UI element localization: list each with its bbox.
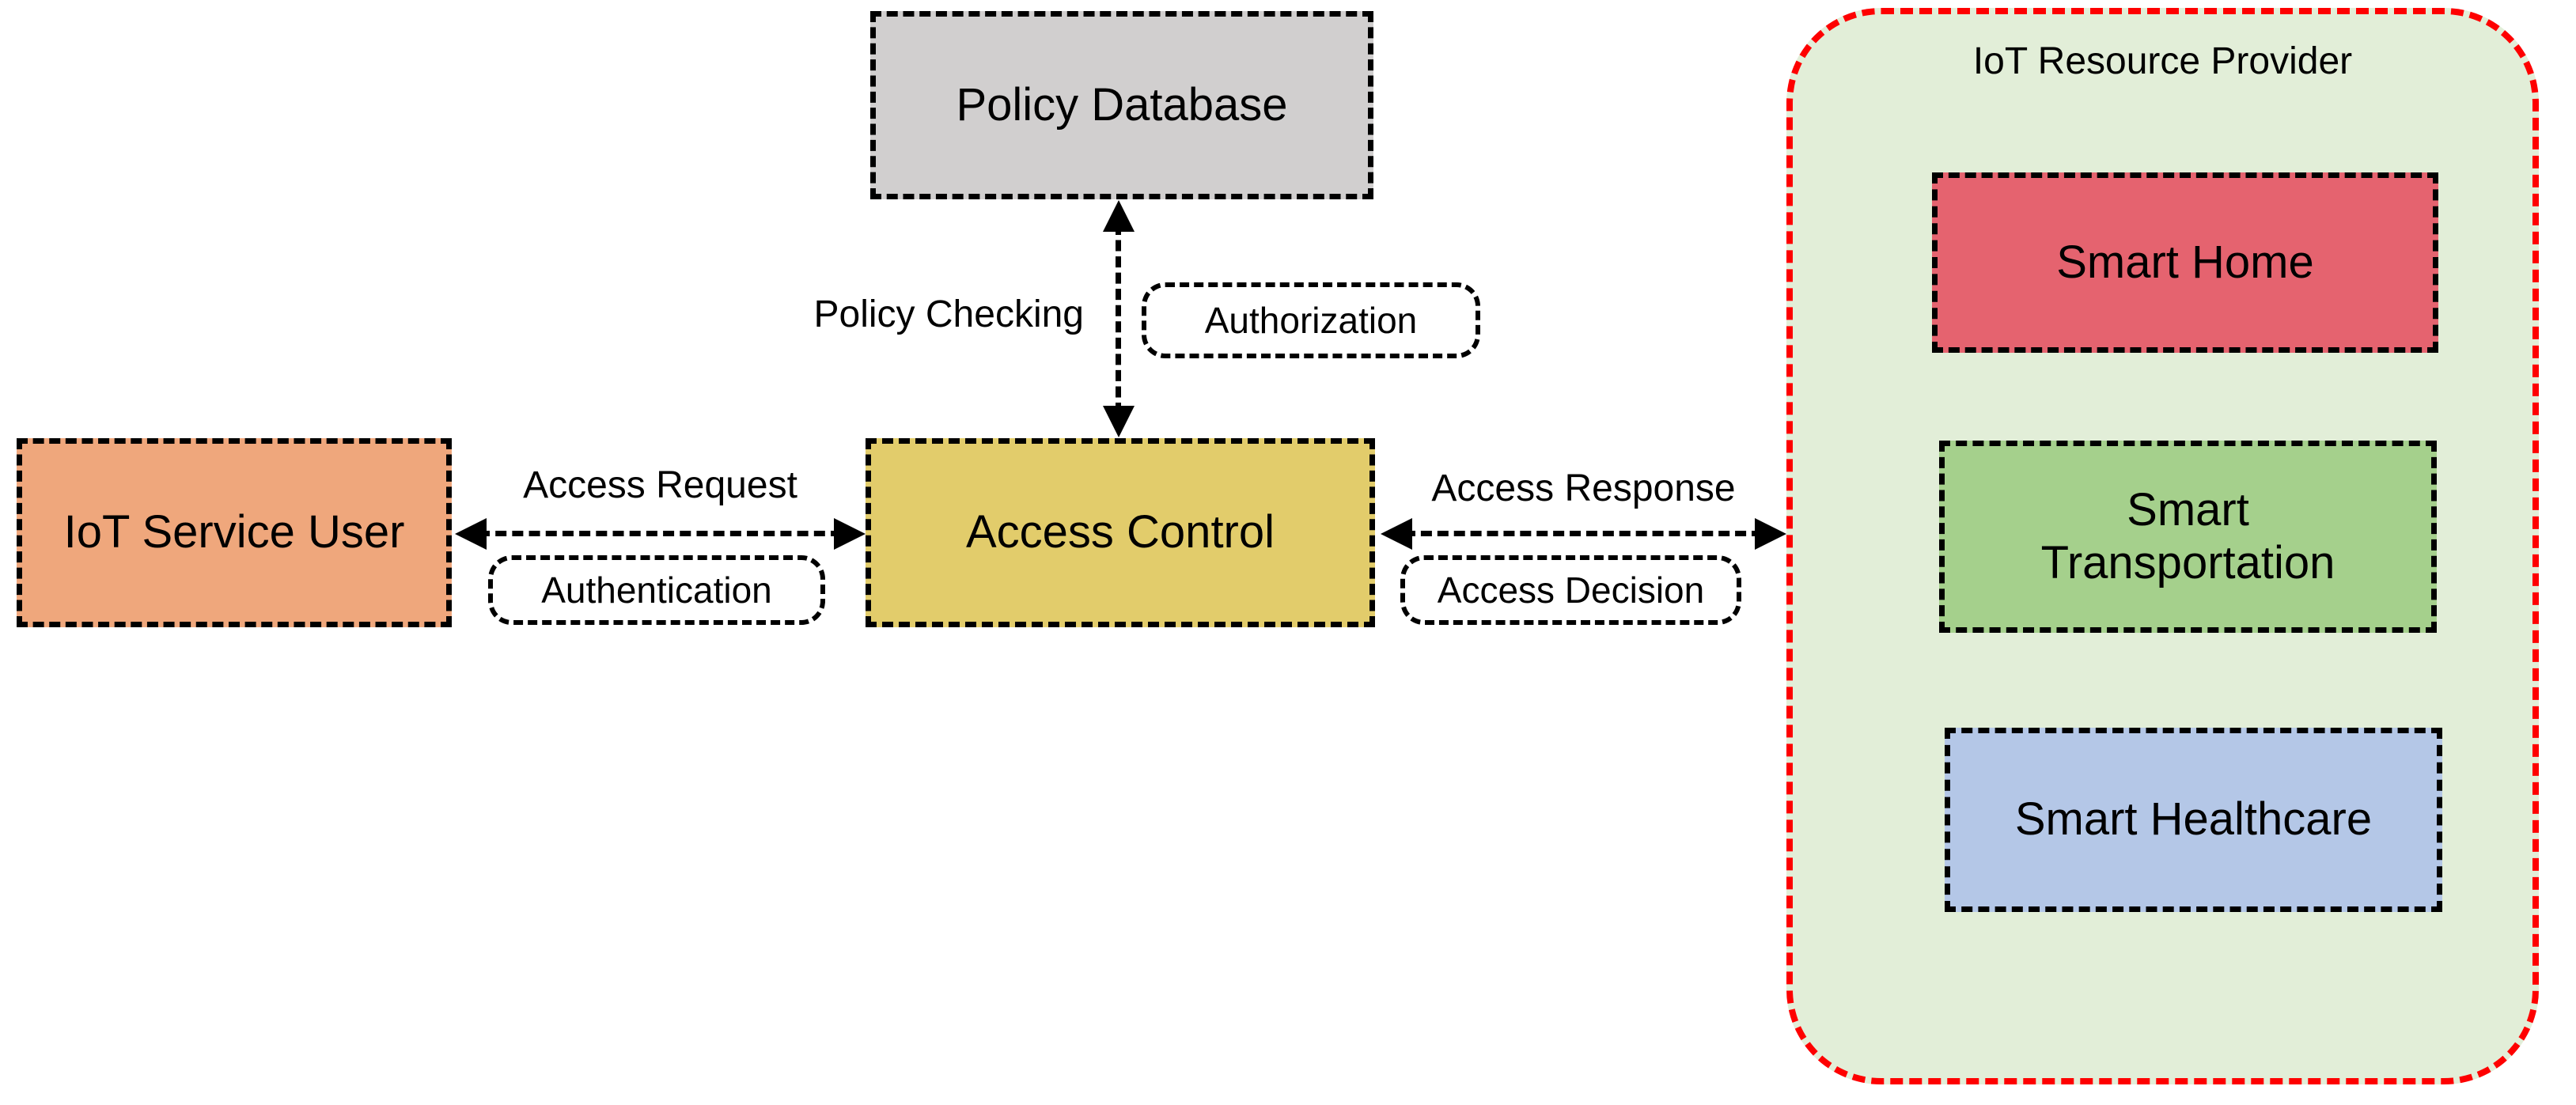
dashed-line-horizontal [479,531,842,536]
arrowhead-right-icon [834,518,866,550]
authentication-label: Authentication [541,570,772,611]
policy-database-label: Policy Database [956,78,1288,131]
access-control-box: Access Control [866,438,1375,627]
smart-transportation-label: Smart Transportation [2040,483,2335,588]
smart-healthcare-box: Smart Healthcare [1945,728,2442,912]
smart-home-box: Smart Home [1932,172,2438,353]
smart-transportation-box: Smart Transportation [1939,441,2437,633]
arrowhead-left-icon [455,518,487,550]
arrowhead-up-icon [1103,200,1135,232]
iot-service-user-label: IoT Service User [63,506,405,558]
smart-healthcare-label: Smart Healthcare [2014,793,2373,846]
smart-home-label: Smart Home [2056,236,2314,288]
access-response-label: Access Response [1431,467,1736,509]
policy-checking-label: Policy Checking [813,293,1084,335]
dashed-line-horizontal [1404,531,1763,536]
arrowhead-left-icon [1381,518,1412,550]
authorization-label: Authorization [1204,300,1418,341]
iot-service-user-box: IoT Service User [17,438,452,627]
arrowhead-right-icon [1755,518,1786,550]
access-control-label: Access Control [965,506,1275,558]
arrowhead-down-icon [1103,406,1135,437]
policy-database-box: Policy Database [870,11,1373,199]
access-request-label: Access Request [523,464,797,506]
dashed-line-vertical [1116,224,1121,414]
authentication-pill: Authentication [488,555,825,625]
iot-resource-provider-title: IoT Resource Provider [1972,40,2353,82]
access-decision-label: Access Decision [1437,570,1705,611]
access-decision-pill: Access Decision [1400,555,1741,625]
authorization-pill: Authorization [1142,282,1480,358]
